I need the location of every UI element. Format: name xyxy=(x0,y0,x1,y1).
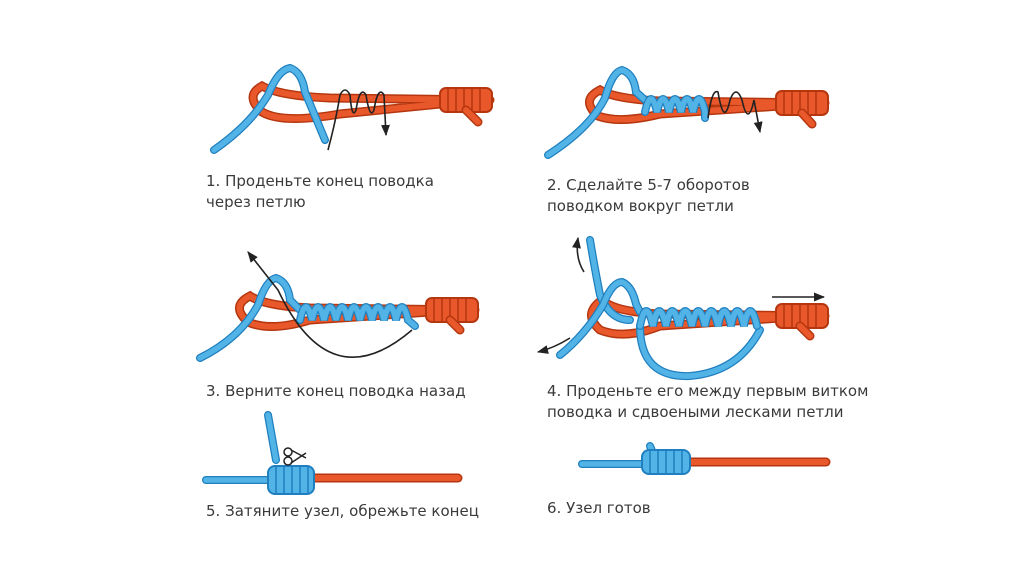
step-4-number: 4. xyxy=(547,382,562,400)
orange-end-wraps xyxy=(425,297,479,335)
step-4-line-1: 4. Проденьте его между первым витком xyxy=(547,381,868,402)
step-4-text-2: поводка и сдвоеными лесками петли xyxy=(547,403,844,421)
leader-coils xyxy=(296,303,419,330)
step-4-caption: 4. Проденьте его между первым витком пов… xyxy=(547,381,868,423)
step-6-line-1: 6. Узел готов xyxy=(547,498,651,519)
step-1-diagram xyxy=(210,63,495,154)
step-5-text-1: Затяните узел, обрежьте конец xyxy=(225,502,479,520)
leader-coils xyxy=(641,95,709,122)
step-1-caption: 1. Проденьте конец поводка через петлю xyxy=(206,171,434,213)
step-6-number: 6. xyxy=(547,499,562,517)
step-3-diagram xyxy=(196,251,480,362)
step-2-caption: 2. Сделайте 5-7 оборотов поводком вокруг… xyxy=(547,175,750,217)
step-1-text-2: через петлю xyxy=(206,193,306,211)
scissors-icon xyxy=(283,447,307,466)
step-1-line-1: 1. Проденьте конец поводка xyxy=(206,171,434,192)
step-6-text-1: Узел готов xyxy=(566,499,651,517)
orange-end-wraps xyxy=(439,87,493,127)
tight-knot xyxy=(267,465,315,495)
step-5-caption: 5. Затяните узел, обрежьте конец xyxy=(206,501,479,522)
step-5-number: 5. xyxy=(206,502,221,520)
step-3-text-1: Верните конец поводка назад xyxy=(225,382,466,400)
step-5-line-1: 5. Затяните узел, обрежьте конец xyxy=(206,501,479,522)
step-1-text-1: Проденьте конец поводка xyxy=(225,172,434,190)
step-4-text-1: Проденьте его между первым витком xyxy=(566,382,869,400)
step-2-number: 2. xyxy=(547,176,562,194)
step-3-line-1: 3. Верните конец поводка назад xyxy=(206,381,466,402)
step-6-caption: 6. Узел готов xyxy=(547,498,651,519)
leader-coils xyxy=(636,307,761,330)
orange-end-wraps xyxy=(775,90,829,129)
step-5-diagram xyxy=(202,411,463,495)
step-1-number: 1. xyxy=(206,172,221,190)
finished-knot xyxy=(641,449,691,475)
step-4-diagram xyxy=(536,236,830,381)
orange-end-wraps xyxy=(775,303,829,341)
step-6-diagram xyxy=(578,442,831,475)
step-2-line-1: 2. Сделайте 5-7 оборотов xyxy=(547,175,750,196)
step-2-diagram xyxy=(544,65,830,159)
step-2-text-1: Сделайте 5-7 оборотов xyxy=(566,176,750,194)
step-3-caption: 3. Верните конец поводка назад xyxy=(206,381,466,402)
step-3-number: 3. xyxy=(206,382,221,400)
step-2-text-2: поводком вокруг петли xyxy=(547,197,734,215)
